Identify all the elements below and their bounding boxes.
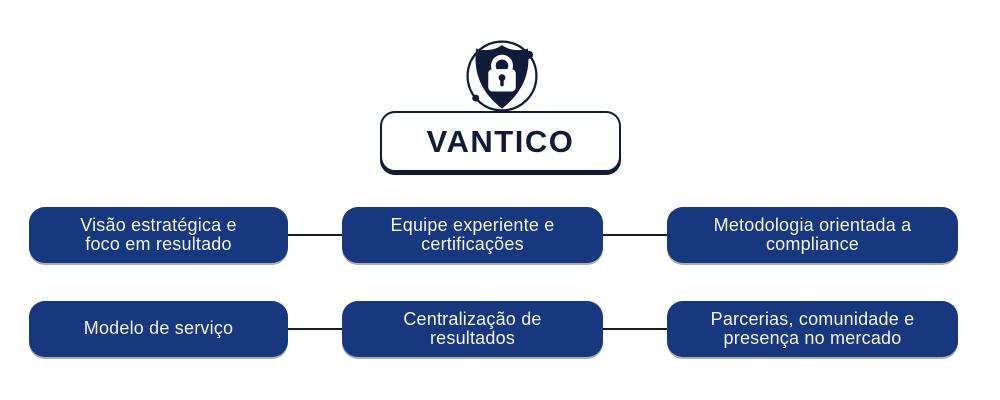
node-equipe-experiente: Equipe experiente e certificações (342, 207, 603, 263)
node-metodologia-compliance: Metodologia orientada a compliance (667, 207, 958, 263)
node-visao-estrategica: Visão estratégica e foco em resultado (29, 207, 288, 263)
node-label: Centralização de resultados (403, 308, 542, 348)
shield-lock-icon (466, 40, 538, 112)
node-label: Modelo de serviço (83, 318, 234, 339)
connector-line (603, 234, 667, 236)
brand-title: VANTICO (426, 123, 575, 159)
connector-line (288, 234, 342, 236)
node-label: Visão estratégica e foco em resultado (80, 214, 237, 254)
connector-line (603, 328, 667, 330)
node-parcerias-comunidade: Parcerias, comunidade e presença no merc… (667, 301, 958, 357)
node-modelo-servico: Modelo de serviço (29, 301, 288, 357)
node-label: Equipe experiente e certificações (390, 214, 555, 254)
brand-title-pill: VANTICO (380, 111, 621, 172)
connector-line (288, 328, 342, 330)
node-label: Parcerias, comunidade e presença no merc… (710, 308, 915, 348)
node-label: Metodologia orientada a compliance (713, 214, 912, 254)
node-centralizacao-resultados: Centralização de resultados (342, 301, 603, 357)
